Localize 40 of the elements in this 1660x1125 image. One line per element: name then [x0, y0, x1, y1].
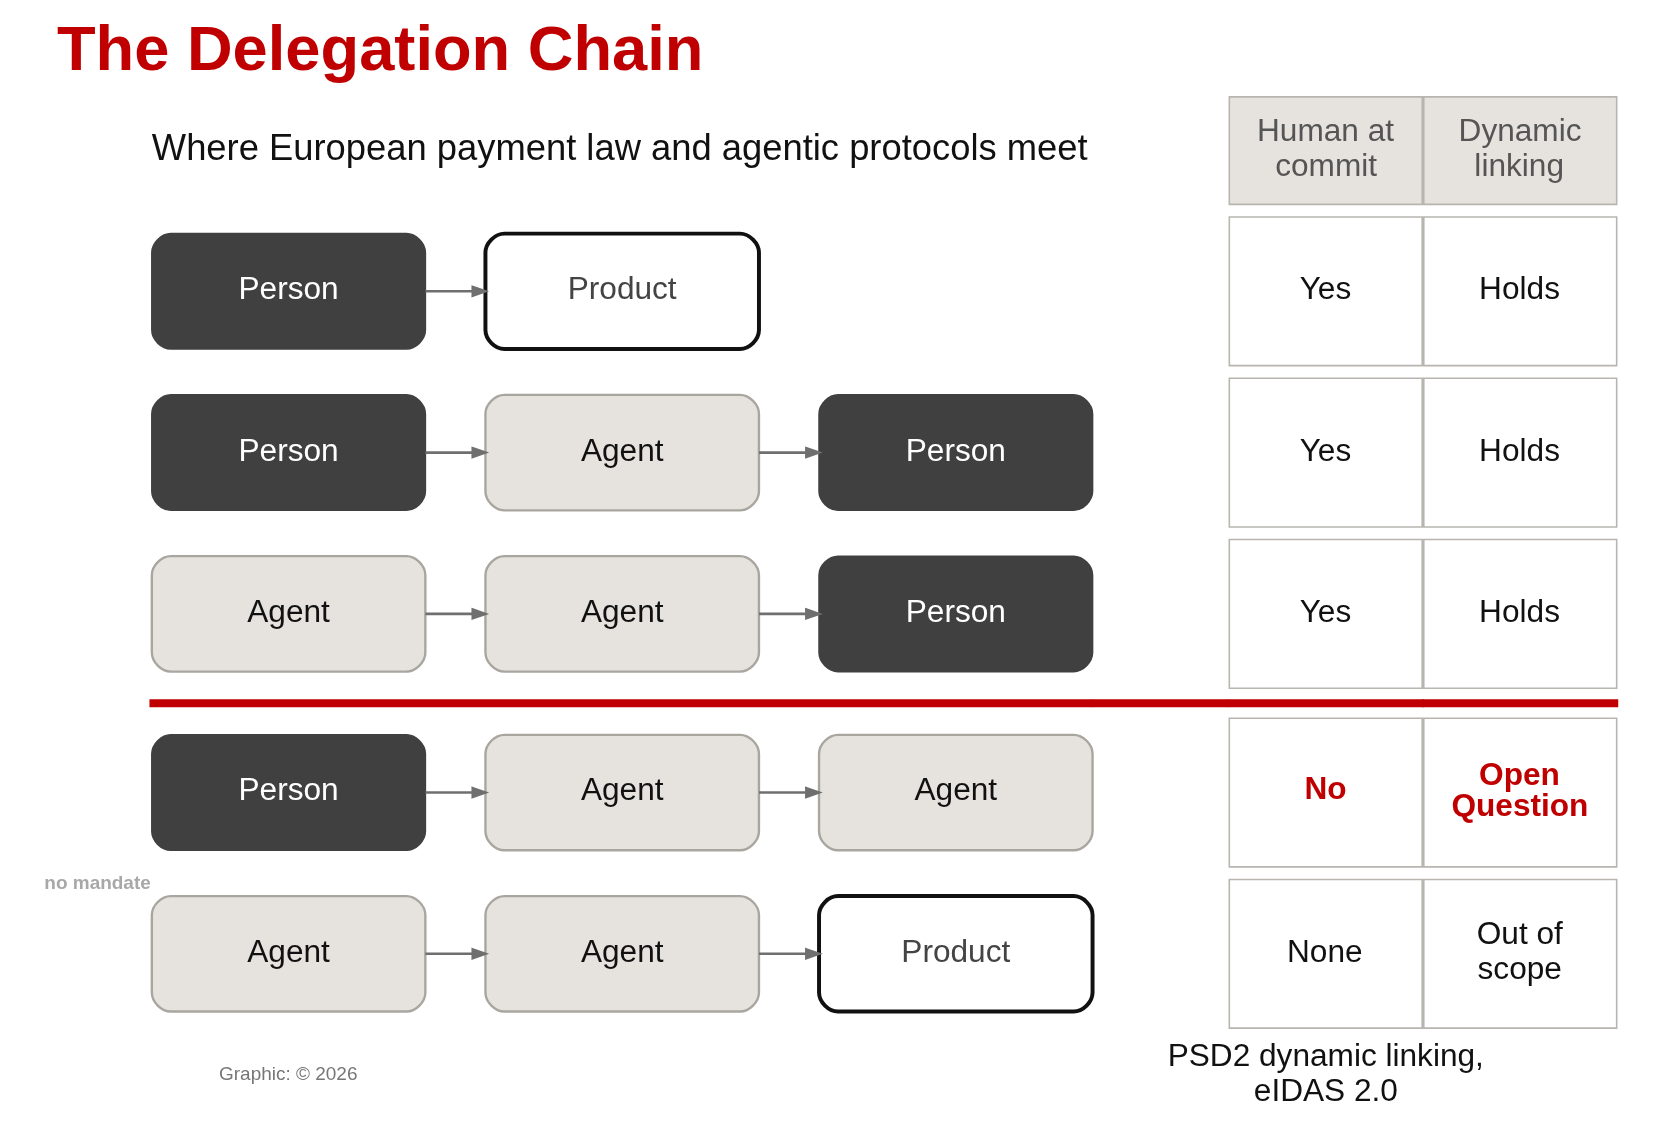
label: Yes [1299, 431, 1351, 468]
label: PSD2 dynamic linking, eIDAS 2.0 [1167, 1037, 1484, 1108]
label: Holds [1478, 592, 1560, 629]
label: Yes [1299, 270, 1351, 307]
arrow [758, 947, 823, 961]
node-box: Product [482, 231, 761, 352]
node-box: Agent [817, 733, 1094, 852]
label: No [1303, 769, 1347, 806]
arrow [424, 607, 489, 621]
label: None [1286, 932, 1363, 969]
label: Graphic: © 2026 [218, 1063, 357, 1085]
node-box: Agent [150, 894, 427, 1013]
node-box: Agent [483, 733, 760, 852]
label: Out of scope [1476, 915, 1563, 987]
node-box: Agent [483, 555, 760, 673]
arrow [424, 285, 489, 298]
node-box: Person [150, 734, 426, 852]
node-box: Agent [483, 894, 760, 1013]
label: Dynamic linking [1458, 112, 1582, 183]
arrow [424, 786, 489, 799]
label: Holds [1478, 431, 1560, 468]
node-box: Person [150, 232, 426, 350]
node-box: Person [817, 555, 1093, 673]
node-box: Person [150, 394, 426, 512]
arrow [758, 607, 823, 621]
node-box: Person [817, 394, 1093, 512]
label: Holds [1478, 270, 1560, 307]
diagram-title: The Delegation Chain [56, 13, 703, 83]
node-box: Agent [483, 393, 760, 512]
arrow [424, 947, 489, 961]
node-box: Agent [150, 555, 427, 673]
label: Where European payment law and agentic protocols meet [151, 126, 1088, 168]
arrow [424, 446, 489, 459]
arrow [758, 786, 823, 799]
node-label: no mandate [43, 872, 151, 894]
label: Yes [1299, 592, 1351, 629]
arrow [758, 446, 823, 459]
node-box: Product [816, 894, 1095, 1014]
label: Open Question [1450, 755, 1588, 824]
label: Human at commit [1256, 112, 1394, 183]
